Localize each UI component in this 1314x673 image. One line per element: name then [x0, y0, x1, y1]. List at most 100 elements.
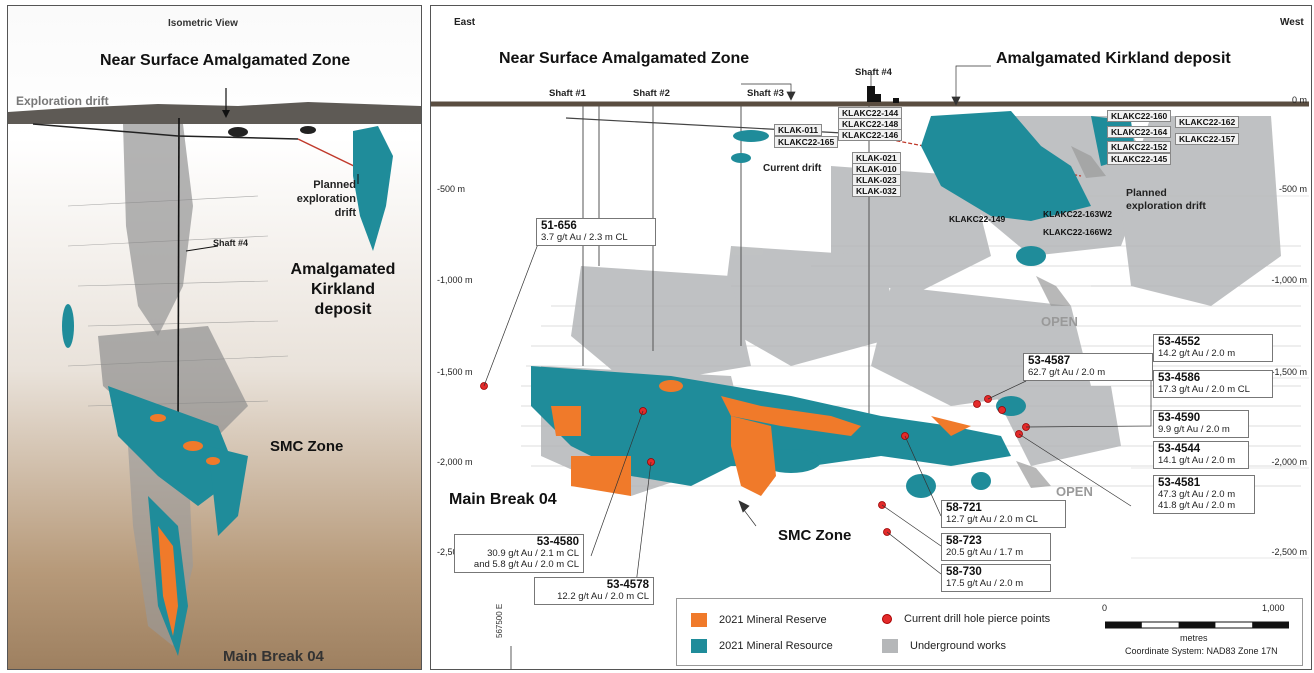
klak-label: KLAKC22-163W2	[1043, 209, 1112, 219]
near-surface-label: Near Surface Amalgamated Zone	[100, 52, 351, 69]
smc-zone-label: SMC Zone	[778, 527, 852, 544]
legend-reserve: 2021 Mineral Reserve	[691, 613, 827, 627]
scale-bar	[1105, 621, 1289, 629]
hole-id: 53-4587	[1028, 355, 1071, 367]
depth-left-1000: -1,000 m	[437, 275, 473, 285]
assay: 9.9 g/t Au / 2.0 m	[1158, 424, 1230, 435]
legend-resource-text: 2021 Mineral Resource	[719, 640, 833, 652]
assay: 12.2 g/t Au / 2.0 m CL	[557, 591, 649, 602]
exploration-drift-label: Exploration drift	[16, 94, 109, 108]
intercept-label: 53-4586 17.3 g/t Au / 2.0 m CL	[1153, 370, 1273, 398]
main-break-label: Main Break 04	[223, 648, 324, 665]
legend-resource: 2021 Mineral Resource	[691, 639, 833, 653]
assay: 14.2 g/t Au / 2.0 m	[1158, 348, 1236, 359]
klak-label: KLAKC22-152	[1107, 141, 1172, 153]
depth-right-500: -500 m	[1278, 184, 1307, 194]
intercept-label: 58-723 20.5 g/t Au / 1.7 m	[941, 533, 1051, 561]
assay: 30.9 g/t Au / 2.1 m CL	[487, 548, 579, 559]
klak-label: KLAKC22-164	[1107, 126, 1172, 138]
planned-line-2: exploration	[296, 193, 356, 205]
near-surface-label: Near Surface Amalgamated Zone	[499, 50, 750, 67]
amalg-line-3: deposit	[314, 301, 372, 318]
planned-line-1: Planned	[1126, 187, 1167, 199]
intercept-label: 53-4544 14.1 g/t Au / 2.0 m	[1153, 441, 1249, 469]
shaft3-label: Shaft #3	[747, 88, 784, 99]
assay: and 5.8 g/t Au / 2.0 m CL	[473, 559, 579, 570]
klak-label: KLAKC22-165	[774, 136, 839, 148]
legend-works: Underground works	[882, 639, 1006, 653]
planned-line-2: exploration drift	[1126, 200, 1206, 212]
planned-drift-label: Planned exploration drift	[276, 178, 356, 220]
scale-min: 0	[1102, 603, 1108, 613]
scale-unit: metres	[1180, 633, 1208, 643]
east-label: East	[454, 17, 476, 28]
depth-right-1500: -1,500 m	[1271, 367, 1307, 377]
assay: 12.7 g/t Au / 2.0 m CL	[946, 514, 1038, 525]
depth-right-0: 0 m	[1291, 95, 1307, 105]
reserve-swatch	[691, 613, 707, 627]
resource-swatch	[691, 639, 707, 653]
assay: 17.3 g/t Au / 2.0 m CL	[1158, 384, 1250, 395]
klak-label: KLAKC22-162	[1175, 116, 1240, 128]
intercept-label: 53-4590 9.9 g/t Au / 2.0 m	[1153, 410, 1249, 438]
legend-pierce: Current drill hole pierce points	[882, 613, 1050, 625]
klak-label: KLAKC22-166W2	[1043, 227, 1112, 237]
hole-id: 53-4544	[1158, 443, 1201, 455]
isometric-view-panel: Isometric View Near Surface Amalgamated …	[7, 5, 422, 670]
scale-max: 1,000	[1262, 603, 1285, 613]
amalg-line-2: Kirkland	[310, 281, 375, 298]
intercept-label: 53-4578 12.2 g/t Au / 2.0 m CL	[534, 577, 654, 605]
amalgamated-deposit-label: Amalgamated Kirkland deposit	[996, 50, 1231, 67]
pierce-dot-icon	[882, 614, 892, 624]
shaft4-label: Shaft #4	[855, 67, 892, 78]
coord-system: Coordinate System: NAD83 Zone 17N	[1125, 646, 1278, 656]
assay: 62.7 g/t Au / 2.0 m	[1028, 367, 1106, 378]
klak-label: KLAK-021	[852, 152, 901, 164]
planned-line-1: Planned	[313, 179, 356, 191]
current-drift-label: Current drift	[763, 163, 822, 174]
planned-drift-label: Planned exploration drift	[1126, 187, 1206, 213]
depth-right-2000: -2,000 m	[1271, 457, 1307, 467]
depth-left-2000: -2,000 m	[437, 457, 473, 467]
hole-id: 58-723	[946, 535, 982, 547]
hole-id: 53-4552	[1158, 336, 1201, 348]
depth-left-1500: -1,500 m	[437, 367, 473, 377]
hole-id: 53-4590	[1158, 412, 1201, 424]
open-label: OPEN	[1056, 484, 1093, 499]
klak-label: KLAKC22-149	[949, 214, 1006, 224]
depth-left-500: -500 m	[437, 184, 466, 194]
assay: 20.5 g/t Au / 1.7 m	[946, 547, 1024, 558]
planned-line-3: drift	[334, 207, 356, 219]
hole-id: 58-721	[946, 502, 982, 514]
legend-works-text: Underground works	[910, 640, 1006, 652]
intercept-label: 53-4587 62.7 g/t Au / 2.0 m	[1023, 353, 1153, 381]
legend-reserve-text: 2021 Mineral Reserve	[719, 614, 827, 626]
smc-zone-label: SMC Zone	[270, 438, 344, 455]
depth-right-2500: -2,500 m	[1271, 547, 1307, 557]
depth-right-1000: -1,000 m	[1271, 275, 1307, 285]
hole-id: 53-4580	[536, 536, 579, 548]
easting-label: 567500 E	[495, 603, 504, 638]
klak-label: KLAK-032	[852, 185, 901, 197]
main-break-label: Main Break 04	[449, 491, 557, 508]
intercept-label: 58-721 12.7 g/t Au / 2.0 m CL	[941, 500, 1066, 528]
amalgamated-kirkland-label: Amalgamated Kirkland deposit	[288, 260, 398, 320]
klak-label: KLAKC22-146	[838, 129, 903, 141]
assay: 3.7 g/t Au / 2.3 m CL	[541, 232, 628, 243]
amalg-line-1: Amalgamated	[290, 261, 396, 278]
hole-id: 51-656	[541, 220, 577, 232]
isometric-view-graphic	[8, 88, 421, 656]
hole-id: 53-4586	[1158, 372, 1201, 384]
legend: 2021 Mineral Reserve 2021 Mineral Resour…	[676, 598, 1303, 666]
klak-label: KLAKC22-157	[1175, 133, 1240, 145]
assay: 14.1 g/t Au / 2.0 m	[1158, 455, 1236, 466]
intercept-label: 53-4581 47.3 g/t Au / 2.0 m 41.8 g/t Au …	[1153, 475, 1255, 514]
intercept-label: 53-4580 30.9 g/t Au / 2.1 m CL and 5.8 g…	[454, 534, 584, 573]
intercept-label: 51-656 3.7 g/t Au / 2.3 m CL	[536, 218, 656, 246]
assay: 17.5 g/t Au / 2.0 m	[946, 578, 1024, 589]
shaft2-label: Shaft #2	[633, 88, 670, 99]
shaft4-label: Shaft #4	[213, 238, 249, 248]
shaft1-label: Shaft #1	[549, 88, 586, 99]
klak-label: KLAK-011	[774, 124, 823, 136]
west-label: West	[1280, 17, 1304, 28]
